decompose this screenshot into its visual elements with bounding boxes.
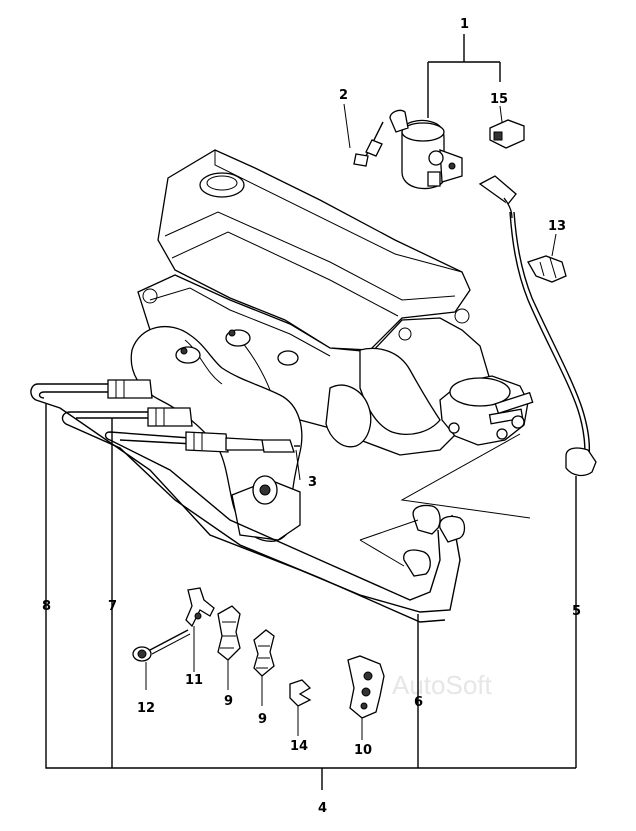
callout-12: 12 — [137, 701, 155, 716]
engine-head-assembly — [130, 149, 491, 542]
oil-filler-cap — [199, 172, 245, 198]
callout-2: 2 — [339, 88, 348, 103]
lead-clip-13 — [527, 255, 567, 283]
distributor — [439, 375, 534, 446]
callout-4: 4 — [318, 801, 327, 816]
callout-5: 5 — [572, 604, 581, 619]
callout-labels: 1 2 15 13 3 8 7 5 6 12 11 9 9 14 10 4 — [42, 17, 581, 816]
coil-ht-lead — [478, 175, 597, 477]
lead-clip-9-upper — [217, 605, 241, 661]
bracket-15 — [489, 119, 525, 149]
callout-14: 14 — [290, 739, 308, 754]
leader-lines — [45, 34, 577, 790]
callout-7: 7 — [108, 599, 117, 614]
callout-8: 8 — [42, 599, 51, 614]
callout-6: 6 — [414, 695, 423, 710]
coil-mounting-bolt — [353, 121, 384, 167]
lead-clip-9-lower — [253, 629, 275, 677]
bracket-10 — [347, 655, 385, 719]
callout-10: 10 — [354, 743, 372, 758]
ignition-coil — [389, 109, 463, 190]
callout-1: 1 — [460, 17, 469, 32]
callout-9-upper: 9 — [224, 694, 233, 709]
watermark: AutoSoft — [392, 670, 493, 700]
callout-3: 3 — [308, 475, 317, 490]
callout-9-lower: 9 — [258, 712, 267, 727]
callout-13: 13 — [548, 219, 566, 234]
callout-15: 15 — [490, 92, 508, 107]
bracket-11 — [185, 587, 215, 628]
bolt-12 — [132, 629, 191, 662]
spark-plug-leads — [30, 379, 531, 623]
lead-clip-14 — [289, 679, 312, 707]
callout-11: 11 — [185, 673, 203, 688]
